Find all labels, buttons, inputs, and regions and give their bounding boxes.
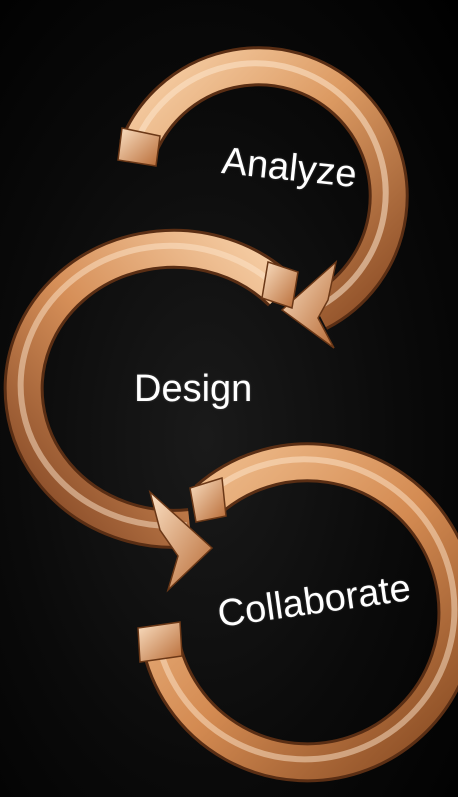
arrow-ring-analyze	[117, 46, 409, 349]
step-label-design: Design	[134, 368, 253, 410]
arrow-ring-collaborate	[137, 442, 458, 783]
arrow-ring-design	[3, 228, 299, 593]
